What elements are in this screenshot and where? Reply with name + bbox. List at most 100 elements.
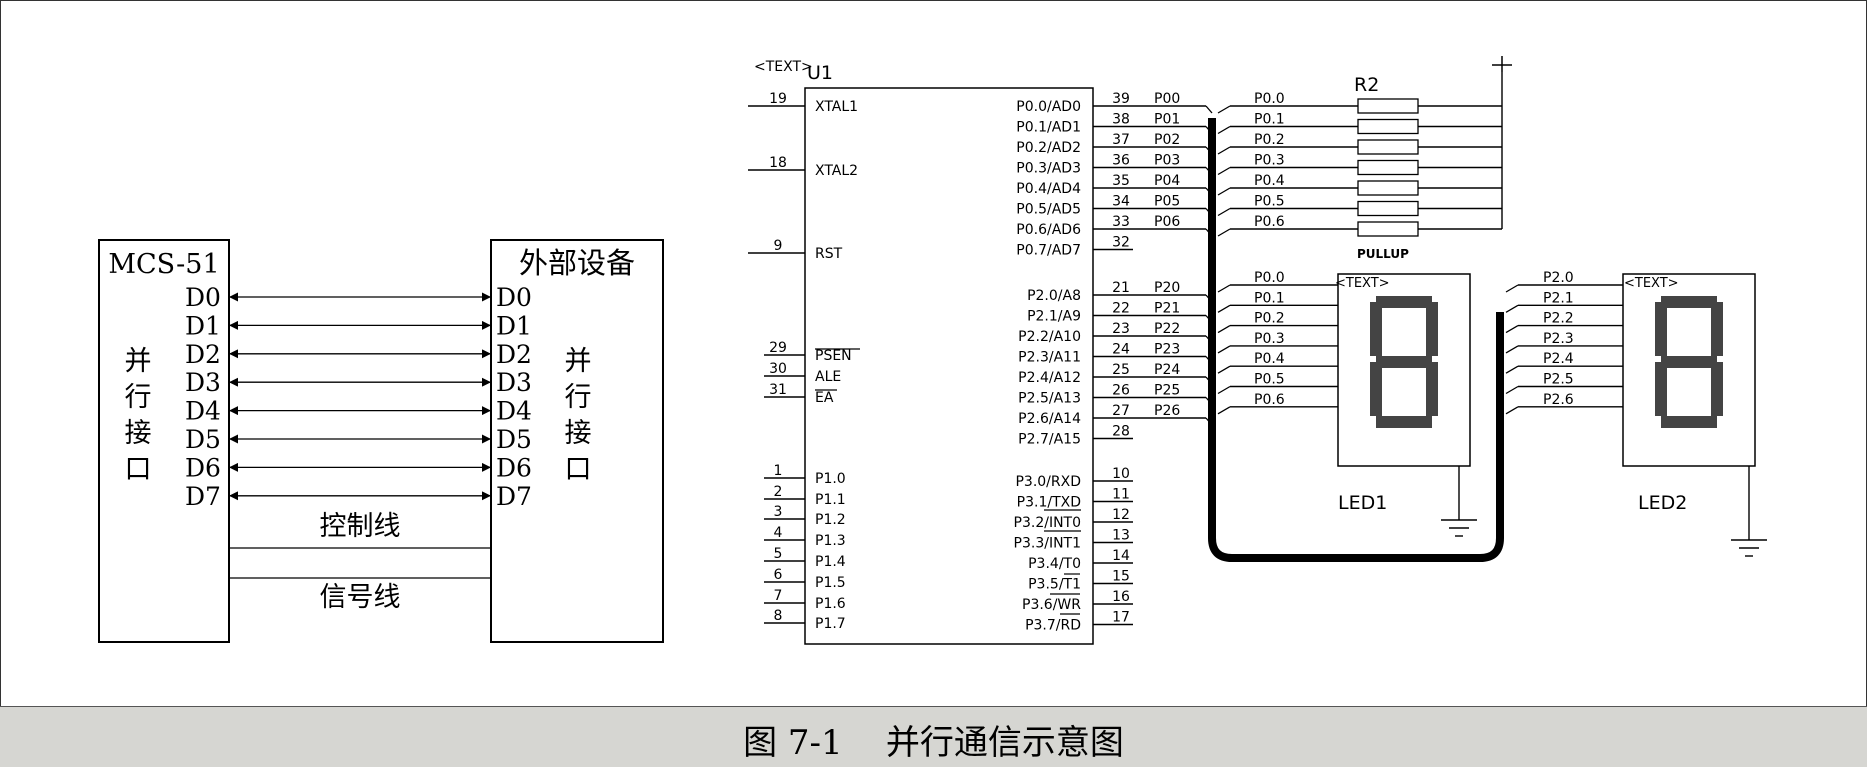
- chip-right-pin-number: 15: [1112, 569, 1130, 585]
- chip-right-pin-number: 38: [1112, 112, 1130, 128]
- bus-entry: [1205, 208, 1213, 216]
- chip-left-pin-name: P1.1: [815, 492, 846, 508]
- chip-right-pin-number: 36: [1112, 153, 1130, 169]
- bus-entry: [1205, 126, 1213, 134]
- chip-left-pin-number: 1: [774, 463, 783, 479]
- bus-entry: [1205, 146, 1213, 155]
- bus-entry: [1217, 166, 1231, 176]
- bus-entry: [1205, 376, 1213, 385]
- chip-right-pin-number: 26: [1112, 383, 1130, 399]
- chip-right-pin-name: P2.0/A8: [1027, 288, 1081, 304]
- chip-right-pin-number: 16: [1112, 589, 1130, 605]
- chip-right-pin-number: 32: [1112, 235, 1130, 251]
- resistor-net-label: P0.6: [1254, 214, 1285, 230]
- chip-left-pin-name: EA: [815, 390, 834, 406]
- mcu-data-pin-label: D7: [185, 482, 221, 511]
- chip-left-pin-number: 7: [774, 588, 783, 604]
- bus-entries: [1205, 105, 1213, 426]
- chip-right-pin-name: P3.7/RD: [1025, 618, 1081, 634]
- led-net-label: P0.1: [1254, 290, 1285, 306]
- chip-left-pin-name: P1.4: [815, 554, 846, 570]
- chip-right-pin-name: P3.0/RXD: [1015, 474, 1081, 490]
- chip-left-pin-name: P1.2: [815, 512, 846, 528]
- control-line-label: 控制线: [320, 511, 401, 542]
- device-title: 外部设备: [519, 246, 635, 280]
- device-data-pin-label: D4: [496, 397, 532, 426]
- seven-segment-led1: P0.0P0.1P0.2P0.3P0.4P0.5P0.6: [1217, 270, 1477, 537]
- resistor-net-label: P0.0: [1254, 91, 1285, 107]
- mcu-port-char: 口: [125, 454, 152, 485]
- data-bus-u: [1208, 118, 1504, 562]
- device-data-pin-label: D2: [496, 340, 532, 369]
- led-segment: [1711, 362, 1723, 416]
- chip-net-label: P00: [1154, 91, 1180, 107]
- device-port-char: 口: [565, 454, 592, 485]
- chip-right-pin-number: 35: [1112, 173, 1130, 189]
- mcu-port-char: 接: [125, 418, 152, 449]
- pullup-resistor-pack: P0.0P0.1P0.2P0.3P0.4P0.5P0.6: [1217, 72, 1503, 237]
- bus-entry: [1217, 365, 1231, 374]
- device-data-pin-label: D0: [496, 283, 532, 312]
- chip-net-label: P21: [1154, 301, 1180, 317]
- chip-right-pin-name: P2.2/A10: [1018, 329, 1081, 345]
- chip-left-pin-name: XTAL2: [815, 163, 858, 179]
- chip-right-pin-name: P3.6/WR: [1022, 597, 1081, 613]
- led-segment: [1711, 302, 1723, 356]
- mcu-data-pin-label: D3: [185, 368, 221, 397]
- bus-entry: [1205, 187, 1213, 196]
- chip-right-pin-name: P0.6/AD6: [1016, 222, 1081, 238]
- chip-net-label: P01: [1154, 112, 1180, 128]
- led-segment: [1426, 362, 1438, 416]
- chip-left-pin-number: 5: [774, 546, 783, 562]
- chip-left-pin-name: P1.7: [815, 616, 846, 632]
- chip-left-pin-number: 29: [769, 340, 787, 356]
- chip-right-pin-number: 21: [1112, 280, 1130, 296]
- chip-left-pin-name: P1.0: [815, 471, 846, 487]
- led-net-label: P0.0: [1254, 270, 1285, 286]
- bus-entry: [1505, 304, 1519, 313]
- bus-entry: [1205, 315, 1213, 323]
- chip-ref: U1: [807, 62, 833, 84]
- bus-entry: [1505, 284, 1519, 293]
- chip-left-pin-name: P1.6: [815, 596, 846, 612]
- bus-entry: [1205, 417, 1213, 426]
- chip-right-pin-number: 27: [1112, 403, 1130, 419]
- led-net-label: P2.6: [1543, 392, 1574, 408]
- chip-right-pin-name: P3.3/INT1: [1014, 536, 1081, 552]
- figure-caption: 图 7-1 并行通信示意图: [743, 723, 1124, 763]
- led-net-label: P0.6: [1254, 392, 1285, 408]
- bus-entry: [1205, 397, 1213, 405]
- chip-right-pin-number: 25: [1112, 362, 1130, 378]
- chip-net-label: P26: [1154, 403, 1180, 419]
- chip-right-pin-name: P0.4/AD4: [1016, 181, 1081, 197]
- led-segment: [1661, 416, 1717, 428]
- chip-right-pin-name: P0.7/AD7: [1016, 243, 1081, 259]
- bus-entry: [1505, 406, 1519, 415]
- chip-left-pin-name: P1.3: [815, 533, 846, 549]
- resistor-ref: R2: [1354, 74, 1379, 96]
- device-data-pin-label: D6: [496, 453, 532, 482]
- chip-right-pin-name: P0.2/AD2: [1016, 140, 1081, 156]
- resistor-type: PULLUP: [1357, 247, 1409, 261]
- chip-right-pin-name: P2.7/A15: [1018, 432, 1081, 448]
- chip-right-pin-name: P0.3/AD3: [1016, 161, 1081, 177]
- chip-right-pin-number: 23: [1112, 321, 1130, 337]
- bus-entry: [1217, 146, 1231, 155]
- bus-entry: [1205, 335, 1213, 344]
- bus-entry: [1217, 207, 1231, 217]
- mcu-port-char: 行: [125, 382, 152, 413]
- chip-right-pin-name: P2.3/A11: [1018, 350, 1081, 366]
- chip-right-pin-number: 14: [1112, 548, 1130, 564]
- led-segment: [1655, 302, 1667, 356]
- bus-entry: [1217, 284, 1231, 293]
- chip-net-label: P03: [1154, 153, 1180, 169]
- mcu-data-pin-label: D5: [185, 425, 221, 454]
- led-body: [1622, 273, 1756, 467]
